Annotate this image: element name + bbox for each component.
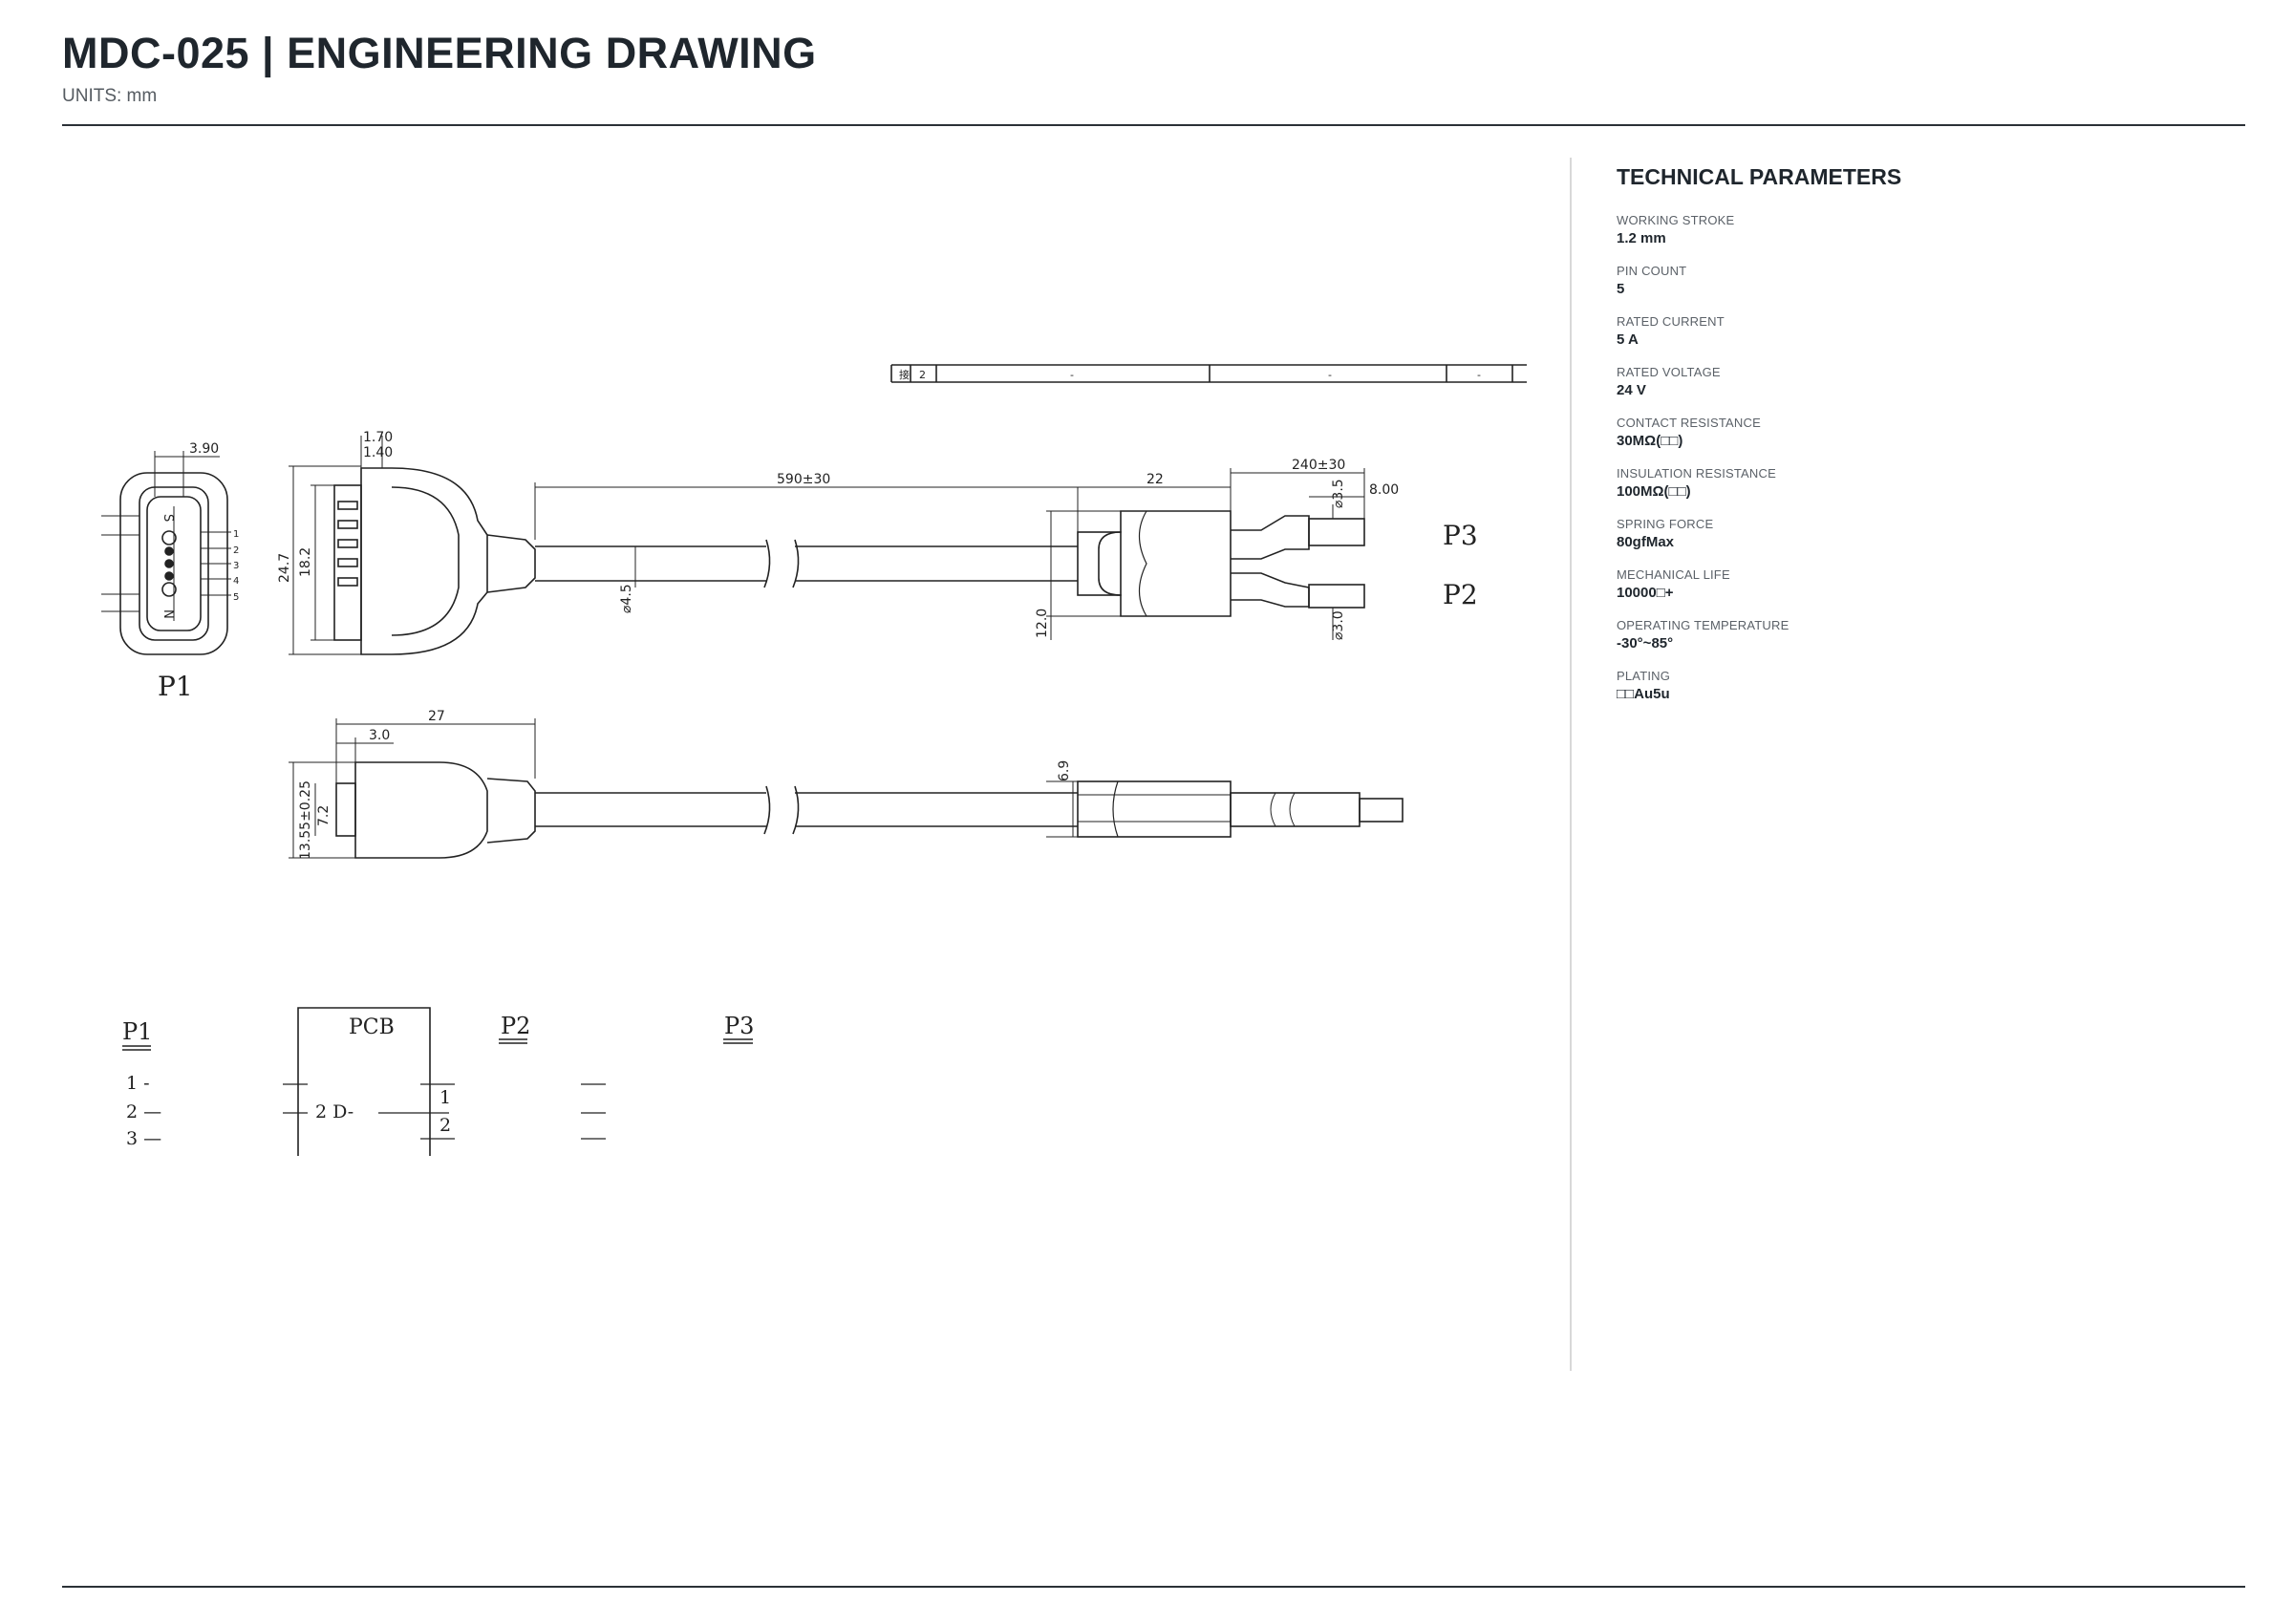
p1-label: P1 — [158, 671, 193, 702]
table-cell-0: 接 — [899, 369, 910, 381]
schematic-p1-row-3: 3 — — [126, 1128, 161, 1149]
param-label: RATED CURRENT — [1617, 314, 1725, 329]
engineering-drawing: 接 2 - - - 3.90 1.70 1.40 590±30 22 240±3… — [38, 344, 1557, 1156]
dim-phi-3-5: ⌀3.5 — [1331, 479, 1346, 508]
dim-6-9: 6.9 — [1057, 760, 1072, 781]
pin-label-5: 5 — [233, 592, 239, 603]
schematic-p1-row-1: 1 - — [126, 1073, 150, 1094]
pin-label-2: 2 — [233, 545, 239, 556]
dim-18-2: 18.2 — [298, 547, 313, 577]
param-item: CONTACT RESISTANCE 30MΩ(□□) — [1617, 416, 2209, 449]
param-value: 1.2 mm — [1617, 230, 1666, 246]
param-value: 5 A — [1617, 331, 1639, 348]
table-cell-4: - — [1477, 369, 1481, 381]
dim-22: 22 — [1146, 472, 1164, 487]
param-label: PIN COUNT — [1617, 264, 1687, 278]
schematic-pcb-pin-1: 1 — [439, 1087, 451, 1108]
param-item: INSULATION RESISTANCE 100MΩ(□□) — [1617, 466, 2209, 500]
wiring-schematic — [122, 1007, 753, 1156]
param-item: OPERATING TEMPERATURE -30°~85° — [1617, 618, 2209, 652]
param-item: MECHANICAL LIFE 10000□+ — [1617, 567, 2209, 601]
param-label: SPRING FORCE — [1617, 517, 1714, 531]
param-item: PIN COUNT 5 — [1617, 264, 2209, 297]
param-value: 100MΩ(□□) — [1617, 483, 1691, 500]
dim-1-70: 1.70 — [363, 430, 393, 445]
dim-1-40: 1.40 — [363, 445, 393, 460]
param-label: MECHANICAL LIFE — [1617, 567, 1730, 582]
header-rule — [62, 124, 2245, 126]
top-view — [289, 718, 1404, 859]
param-label: CONTACT RESISTANCE — [1617, 416, 1761, 430]
page-header: MDC-025 | ENGINEERING DRAWING UNITS: mm — [62, 27, 2245, 107]
dim-phi-3-0: ⌀3.0 — [1331, 610, 1346, 640]
param-item: RATED VOLTAGE 24 V — [1617, 365, 2209, 398]
schematic-pcb-pin-2: 2 — [439, 1115, 451, 1136]
schematic-p1-label: P1 — [122, 1018, 152, 1045]
param-item: WORKING STROKE 1.2 mm — [1617, 213, 2209, 246]
param-item: PLATING □□Au5u — [1617, 669, 2209, 702]
table-cell-3: - — [1328, 369, 1332, 381]
footer-rule — [62, 1586, 2245, 1588]
param-label: INSULATION RESISTANCE — [1617, 466, 1776, 481]
pole-n-label: N — [161, 609, 175, 619]
params-title: TECHNICAL PARAMETERS — [1617, 164, 1902, 189]
param-label: WORKING STROKE — [1617, 213, 1735, 227]
param-value: □□Au5u — [1617, 686, 1670, 702]
technical-parameters-panel: TECHNICAL PARAMETERS WORKING STROKE 1.2 m… — [1617, 164, 2209, 719]
table-cell-2: - — [1070, 369, 1074, 381]
dim-590: 590±30 — [777, 472, 830, 487]
p2-label: P2 — [1443, 579, 1478, 610]
p1-end-view — [101, 451, 231, 655]
dim-7-2: 7.2 — [316, 805, 332, 826]
dim-phi-4-5: ⌀4.5 — [619, 584, 634, 613]
page-title: MDC-025 | ENGINEERING DRAWING — [62, 29, 817, 77]
table-cell-1: 2 — [919, 369, 926, 381]
param-value: 80gfMax — [1617, 534, 1675, 550]
param-label: OPERATING TEMPERATURE — [1617, 618, 1789, 632]
panel-divider — [1570, 158, 1572, 1371]
param-value: 30MΩ(□□) — [1617, 433, 1683, 449]
pin-label-3: 3 — [233, 561, 239, 571]
dim-8-00: 8.00 — [1369, 482, 1399, 498]
pole-s-label: S — [161, 514, 175, 522]
param-value: 10000□+ — [1617, 585, 1674, 601]
param-item: RATED CURRENT 5 A — [1617, 314, 2209, 348]
schematic-p3-label: P3 — [724, 1013, 754, 1039]
pin-label-1: 1 — [233, 529, 239, 540]
param-label: RATED VOLTAGE — [1617, 365, 1721, 379]
param-item: SPRING FORCE 80gfMax — [1617, 517, 2209, 550]
param-label: PLATING — [1617, 669, 1671, 683]
param-value: 24 V — [1617, 382, 1646, 398]
side-view — [289, 436, 1365, 655]
schematic-pcb-label: PCB — [349, 1015, 395, 1039]
schematic-p1-row-2: 2 — — [126, 1101, 161, 1122]
dim-12-0: 12.0 — [1035, 609, 1050, 638]
schematic-pcb-row: 2 D- — [315, 1101, 354, 1122]
dim-27: 27 — [428, 709, 445, 724]
dim-240: 240±30 — [1292, 458, 1345, 473]
dim-24-7: 24.7 — [277, 553, 292, 583]
dim-3-90: 3.90 — [189, 441, 219, 457]
param-value: 5 — [1617, 281, 1625, 297]
dim-13-55: 13.55±0.25 — [298, 780, 313, 860]
dim-3-0: 3.0 — [369, 728, 390, 743]
pin-label-4: 4 — [233, 576, 239, 587]
p3-label: P3 — [1443, 520, 1478, 551]
revision-table — [890, 364, 1527, 383]
param-value: -30°~85° — [1617, 635, 1674, 652]
schematic-p2-label: P2 — [501, 1013, 530, 1039]
units-label: UNITS: mm — [62, 86, 158, 106]
